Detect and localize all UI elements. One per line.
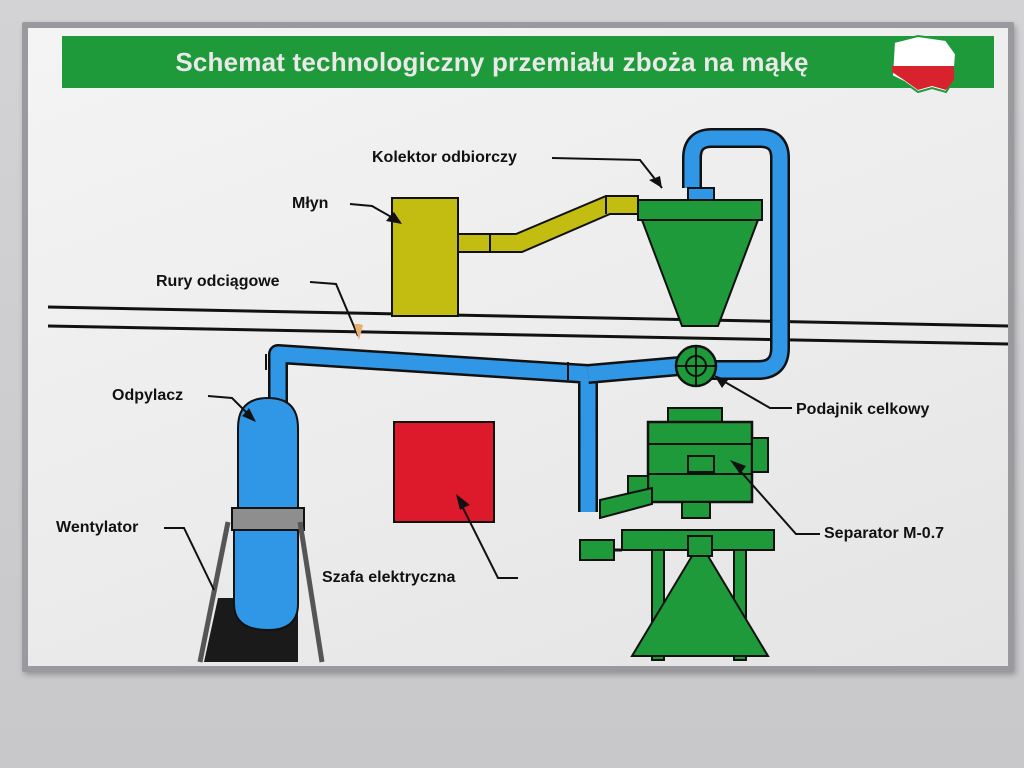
mill (391, 195, 639, 317)
label-wentylator: Wentylator (56, 519, 138, 536)
label-szafa: Szafa elektryczna (322, 569, 456, 586)
label-podajnik: Podajnik celkowy (796, 401, 929, 418)
label-separator: Separator M-0.7 (824, 525, 944, 542)
electrical-cabinet (393, 421, 495, 523)
leader-arrowheads (242, 176, 746, 510)
rails (47, 305, 1008, 346)
schematic-board: Schemat technologiczny przemiału zboża n… (22, 22, 1014, 672)
label-mlyn: Młyn (292, 195, 328, 212)
label-odpylacz: Odpylacz (112, 387, 183, 404)
process-diagram: Kolektor odbiorczy Młyn Rury odciągowe O… (47, 128, 1008, 663)
rotary-feeder (674, 344, 718, 388)
collector-cyclone (637, 187, 763, 327)
fan-unit (197, 521, 325, 663)
dust-collector (231, 396, 305, 531)
diagram-title: Schemat technologiczny przemiału zboża n… (175, 47, 809, 77)
separator (579, 407, 775, 661)
label-rury: Rury odciągowe (156, 273, 280, 290)
label-kolektor: Kolektor odbiorczy (372, 149, 517, 166)
logo-text: CDR (902, 47, 946, 69)
cdr-logo: CDR (890, 34, 958, 94)
title-banner: Schemat technologiczny przemiału zboża n… (62, 36, 994, 88)
